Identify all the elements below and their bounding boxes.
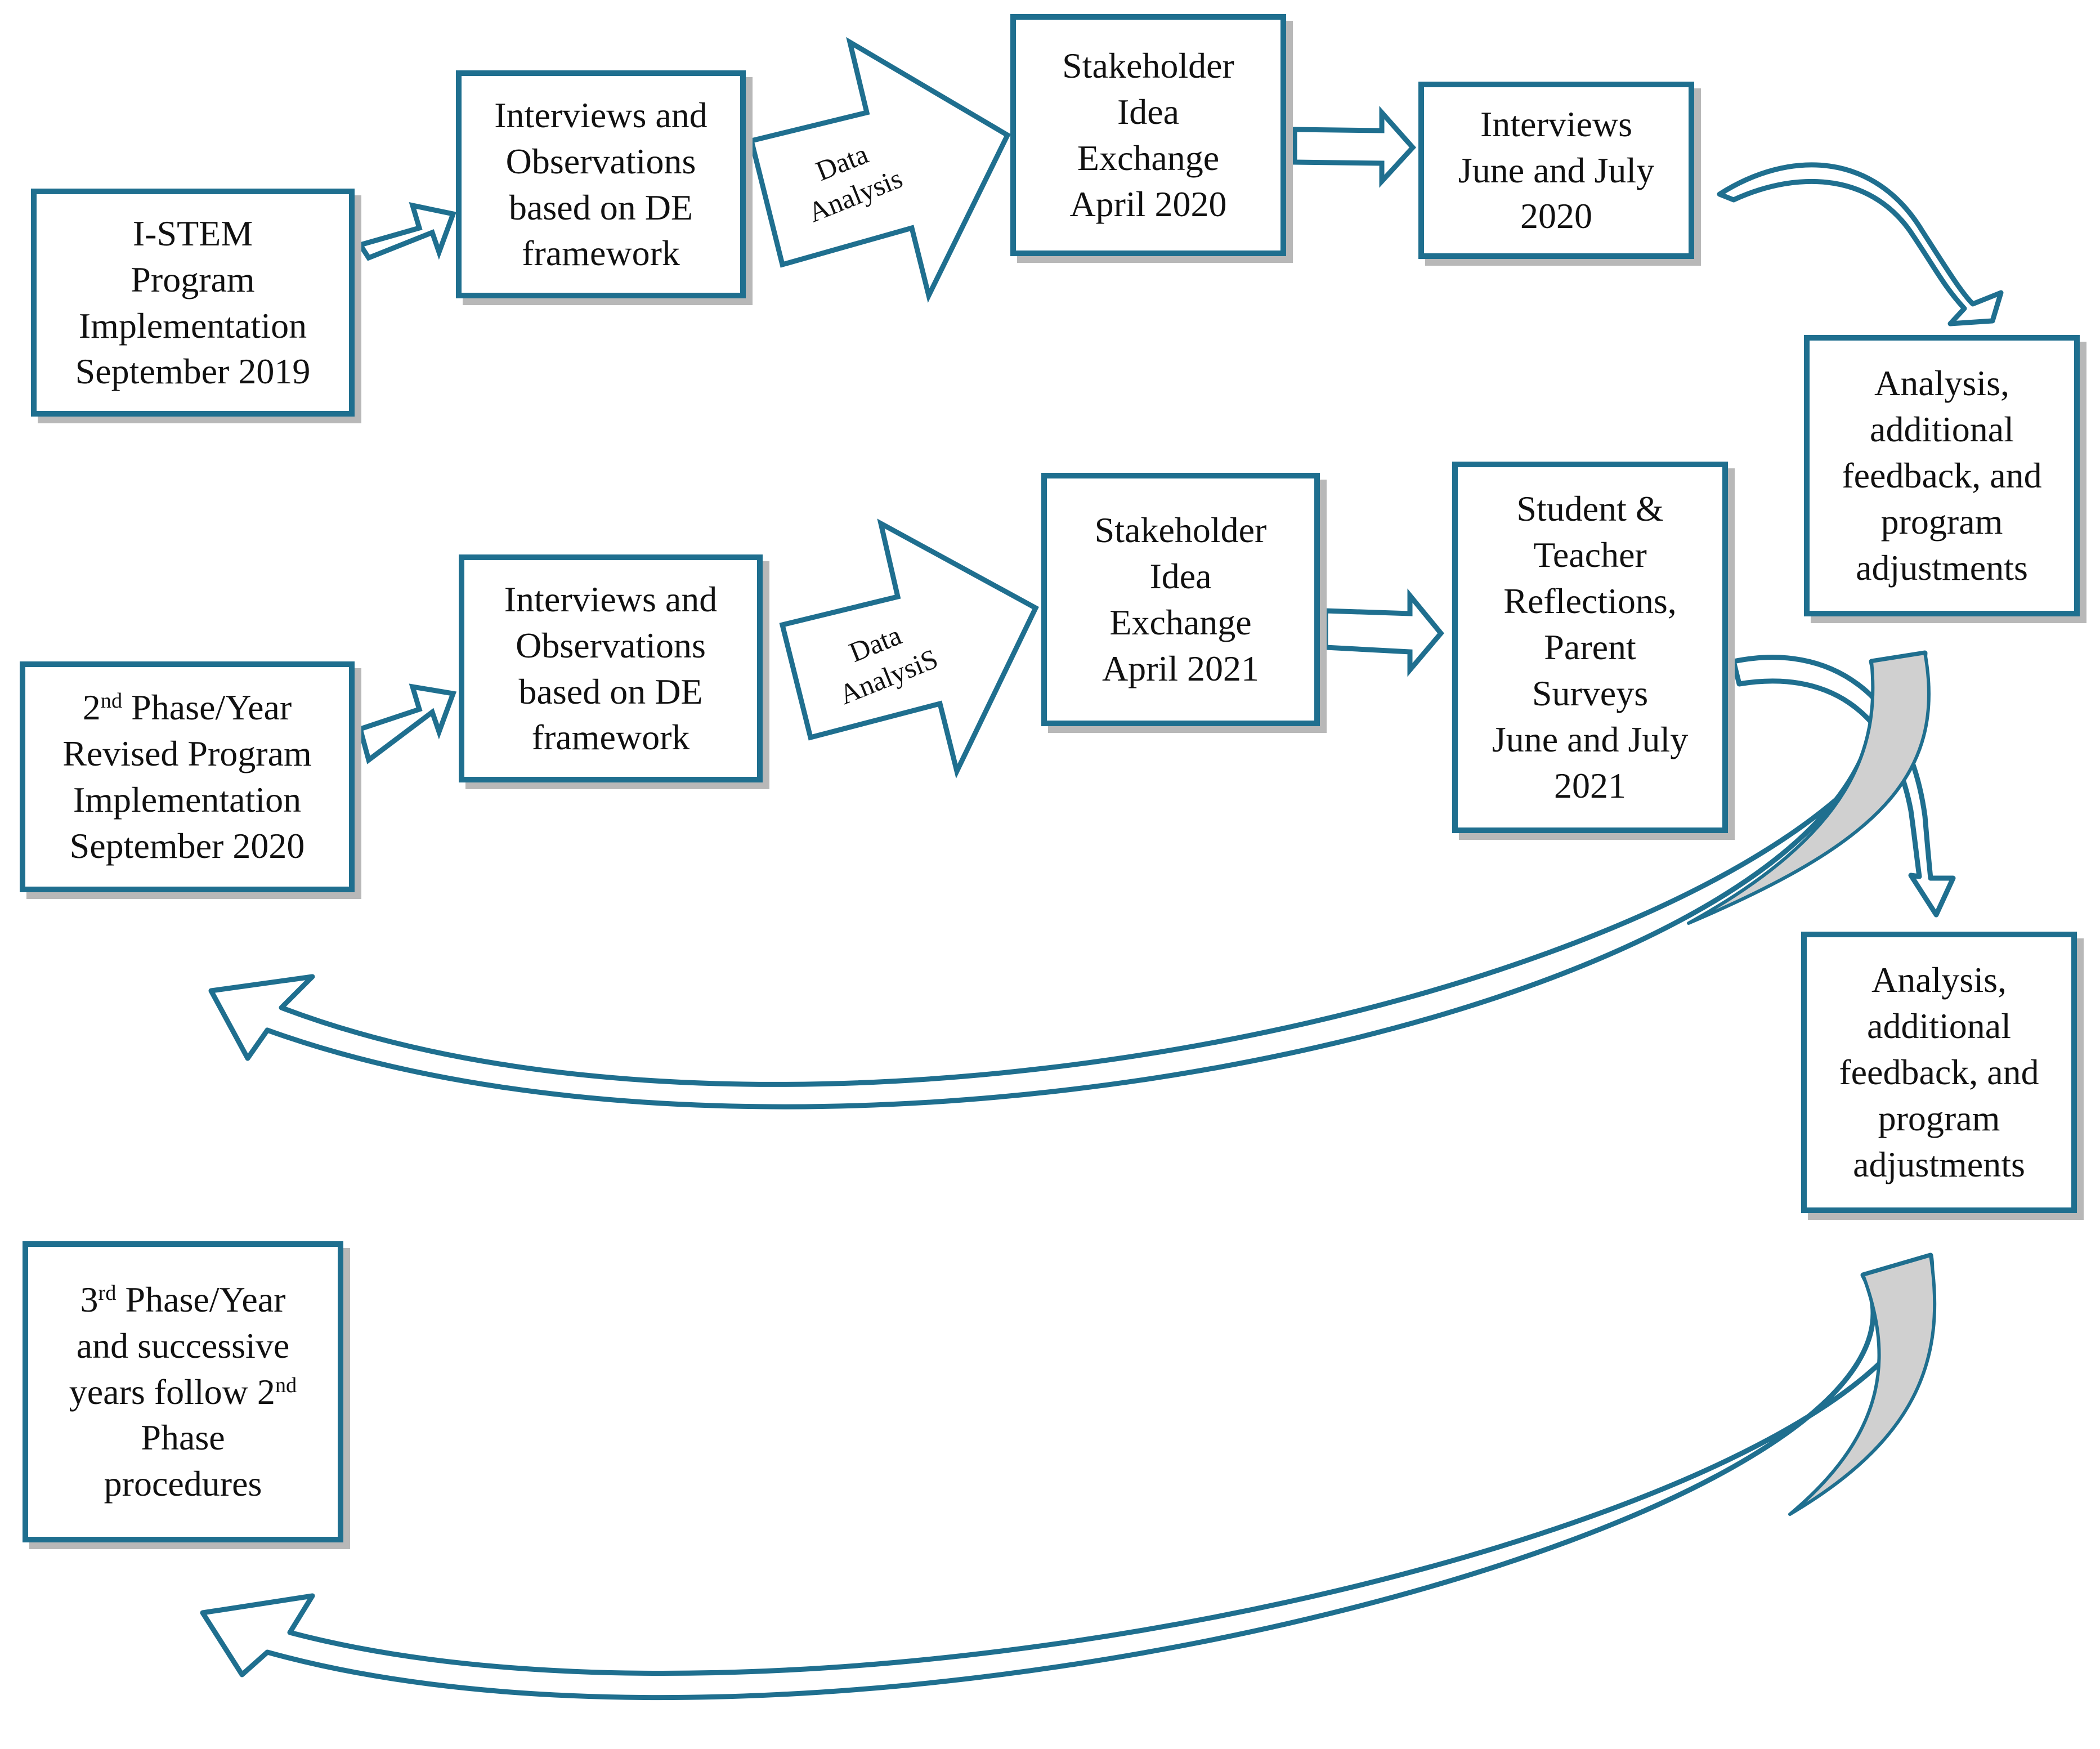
box-line: Revised Program [62,733,312,774]
box-line: Analysis, [1874,363,2009,404]
box-analysis-1: Analysis, additional feedback, and progr… [1804,335,2080,616]
box-line: based on DE [518,671,703,712]
box-line: Exchange [1077,138,1220,178]
box-line: Parent [1544,627,1636,668]
box-line: Exchange [1109,602,1252,642]
box-line: Idea [1149,556,1212,597]
box-line: Stakeholder [1094,510,1267,551]
return-arrow-1 [208,650,1928,1110]
box-line: Interviews and [504,579,718,619]
box-line: based on DE [508,187,693,227]
data-analysis-arrow-1 [748,37,1011,303]
ordinal-suffix: nd [275,1373,297,1397]
phase-text: years follow 2 [69,1371,275,1412]
box-line: 3rd Phase/Year [80,1277,285,1323]
ordinal-suffix: rd [98,1281,117,1305]
box-line: Stakeholder [1062,46,1234,86]
box-phase2-implementation: 2nd Phase/Year Revised Program Implement… [20,661,355,892]
box-line: additional [1867,1006,2011,1046]
box-interviews-2020: Interviews June and July 2020 [1418,82,1694,259]
box-phase3: 3rd Phase/Year and successive years foll… [23,1241,343,1542]
box-line: April 2021 [1102,648,1260,688]
curved-arrow-1 [1717,162,2004,326]
box-istem-implementation: I-STEM Program Implementation September … [31,189,355,417]
box-line: Program [131,259,255,299]
box-line: Implementation [73,780,302,820]
box-line: Phase [141,1417,225,1458]
box-line: Surveys [1532,673,1649,713]
block-arrow-3 [1292,106,1417,188]
ordinal-suffix: nd [100,689,123,713]
block-arrow-1 [356,202,457,261]
box-line: and successive [76,1325,290,1366]
box-line: adjustments [1856,547,2028,588]
box-student-teacher-reflections: Student & Teacher Reflections, Parent Su… [1452,462,1728,833]
return-arrow-2-shade [1788,1254,1937,1516]
return-arrow-2 [200,1253,1935,1701]
box-line: procedures [104,1464,262,1504]
box-line: Teacher [1533,535,1647,575]
box-line: June and July [1458,150,1655,190]
box-line: Student & [1516,489,1664,529]
data-analysis-arrow-2 [779,518,1039,779]
box-line: Implementation [78,305,307,346]
box-line: 2021 [1554,765,1626,806]
box-interviews-observations-2: Interviews and Observations based on DE … [459,554,763,782]
box-stakeholder-2021: Stakeholder Idea Exchange April 2021 [1041,473,1320,726]
box-interviews-observations-1: Interviews and Observations based on DE … [456,70,746,298]
phase-text: Phase/Year [116,1279,286,1319]
block-arrow-6 [1323,588,1444,677]
box-line: 2020 [1520,196,1592,236]
block-arrow-4 [357,683,457,764]
phase-number: 3 [80,1279,98,1319]
box-line: Reflections, [1503,581,1677,621]
box-line: Analysis, [1871,960,2007,1000]
box-line: April 2020 [1069,184,1227,224]
box-line: additional [1870,409,2014,450]
box-line: September 2019 [75,351,311,392]
box-line: Observations [505,141,696,181]
box-stakeholder-2020: Stakeholder Idea Exchange April 2020 [1010,14,1286,256]
box-line: 2nd Phase/Year [83,685,292,731]
box-line: program [1878,1098,2000,1138]
return-arrow-1-shade [1687,651,1931,925]
box-line: program [1880,501,2003,542]
curved-arrow-2 [1731,655,1956,918]
box-line: June and July [1492,719,1689,759]
box-line: September 2020 [69,825,305,866]
box-line: I-STEM [132,213,253,253]
box-line: Interviews and [494,95,708,135]
box-line: adjustments [1853,1144,2025,1184]
box-line: Interviews [1480,104,1633,144]
box-line: framework [522,233,680,274]
phase-text: Phase/Year [122,687,292,728]
box-line: feedback, and [1842,455,2042,496]
box-analysis-2: Analysis, additional feedback, and progr… [1801,932,2077,1213]
box-line: Observations [516,625,706,665]
phase-number: 2 [82,687,101,728]
box-line: Idea [1117,92,1180,132]
box-line: feedback, and [1839,1052,2039,1093]
box-line: framework [531,717,690,758]
box-line: years follow 2nd [69,1369,297,1415]
